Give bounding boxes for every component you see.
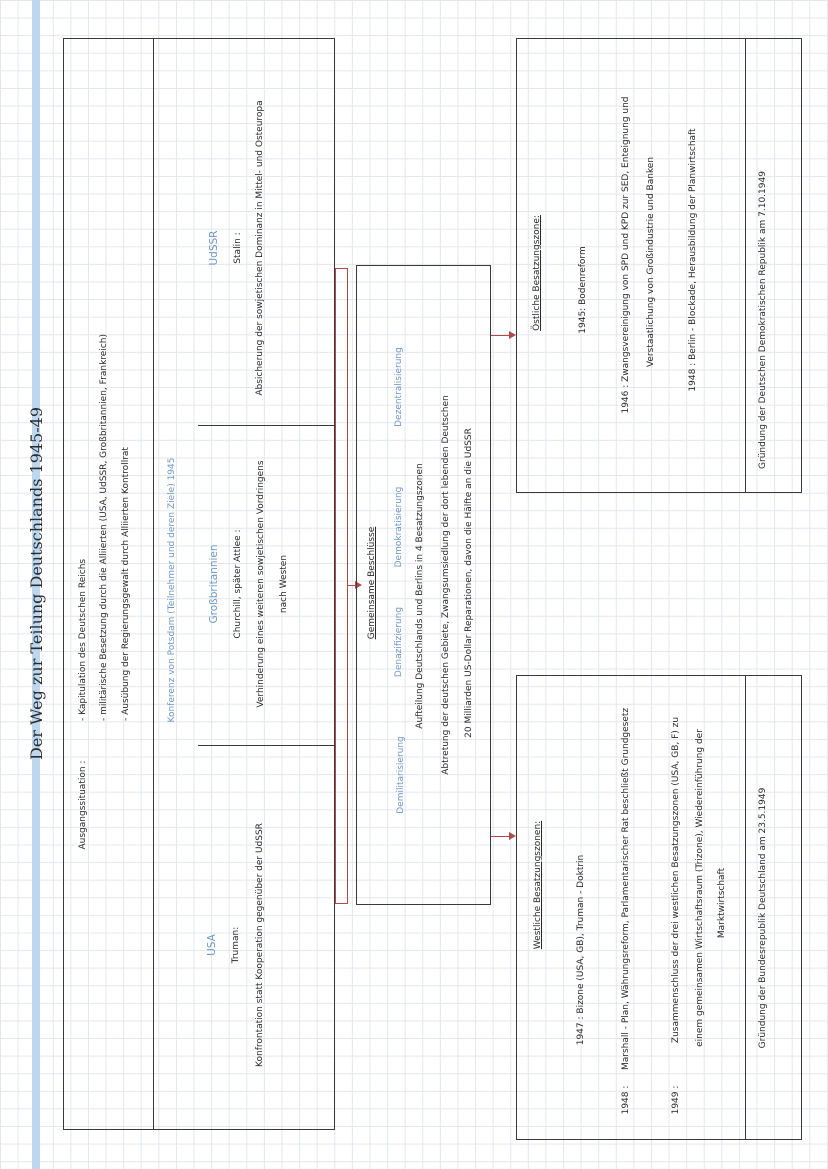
gb-leader: Churchill, später Attlee :	[233, 529, 243, 639]
arrow-to-west	[509, 832, 516, 840]
connector-vertical-right	[347, 268, 348, 904]
west-gruendung: Gründung der Bundesrepublik Deutschland …	[758, 787, 768, 1049]
ost-1946-line2: Verstaatlichung von Großindustrie und Ba…	[646, 156, 656, 368]
arrow-to-beschluesse	[355, 581, 362, 589]
connector-arrow-shaft	[347, 585, 357, 586]
ausgangssituation-item: - Kapitulation des Deutschen Reichs	[78, 558, 88, 721]
ausgangssituation-item: - militärische Besetzung durch die Allii…	[99, 334, 109, 721]
connector-stub-bottom	[335, 903, 347, 904]
konferenz-heading: Konferenz von Potsdam (Teilnehmer und de…	[167, 457, 177, 723]
arrow-shaft-ost	[491, 335, 511, 336]
udssr-heading: UdSSR	[208, 230, 220, 266]
connector-vertical-left	[335, 268, 336, 904]
gb-goal-line1: Verhinderung eines weiteren sowjetischen…	[256, 460, 266, 708]
udssr-leader: Stalin :	[233, 232, 243, 264]
ausgangssituation-label: Ausgangssituation :	[78, 760, 88, 850]
ost-box	[516, 38, 802, 493]
west-1948-text: Marshall - Plan, Währungsreform, Parlame…	[621, 707, 631, 1070]
beschluesse-heading: Gemeinsame Beschlüsse	[367, 526, 377, 640]
arrow-to-ost	[509, 331, 516, 339]
beschluss-dezentralisierung: Dezentralisierung	[394, 347, 404, 427]
usa-leader: Truman:	[231, 926, 241, 964]
beschluss-text: Aufteilung Deutschlands und Berlins in 4…	[415, 463, 425, 729]
beschluss-demilitarisierung: Demilitarisierung	[396, 736, 406, 814]
west-divider	[745, 675, 746, 1140]
ost-divider	[745, 38, 746, 493]
west-1948-year: 1948 :	[621, 1085, 631, 1115]
west-1949-line3: Marktwirtschaft	[717, 867, 727, 939]
usa-goal: Konfrontation statt Kooperation gegenübe…	[255, 823, 265, 1067]
usa-heading: USA	[206, 934, 218, 956]
arrow-shaft-west	[491, 836, 511, 837]
west-1949-line1: Zusammenschluss der drei westlichen Besa…	[671, 716, 681, 1044]
beschluesse-box	[356, 265, 491, 905]
beschluss-text: Abtretung der deutschen Gebiete, Zwangsu…	[441, 395, 451, 775]
udssr-goal: Absicherung der sowjetischen Dominanz in…	[255, 100, 265, 396]
ost-gruendung: Gründung der Deutschen Demokratischen Re…	[758, 171, 768, 469]
west-1949-year: 1949 :	[671, 1085, 681, 1115]
west-box	[516, 675, 802, 1140]
connector-stub-top	[335, 268, 347, 269]
beschluss-denazifizierung: Denazifizierung	[394, 606, 404, 678]
box-divider-vertical	[153, 38, 154, 1130]
ost-heading: Östliche Besatzungszone:	[532, 215, 542, 331]
potsdam-box	[63, 38, 335, 1130]
west-heading: Westliche Besatzungszonen:	[533, 820, 543, 950]
page-title: Der Weg zur Teilung Deutschlands 1945-49	[27, 407, 46, 760]
west-1949-line2: einem gemeinsamen Wirtschaftsraum (Trizo…	[695, 729, 705, 1047]
gb-top-divider	[198, 425, 335, 426]
ost-1948: 1948 : Berlin - Blockade, Herausbildung …	[688, 128, 698, 392]
margin-line	[32, 0, 40, 1169]
gb-goal-line2: nach Westen	[279, 554, 289, 614]
west-1947: 1947 : Bizone (USA, GB), Truman - Doktri…	[576, 854, 586, 1046]
gb-heading: Großbritannien	[208, 544, 220, 624]
ost-1945: 1945: Bodenreform	[578, 246, 588, 334]
beschluss-demokratisierung: Demokratisierung	[394, 486, 404, 568]
gb-bottom-divider	[198, 745, 335, 746]
ost-1946-line1: 1946 : Zwangsvereinigung von SPD und KPD…	[621, 96, 631, 414]
beschluss-text: 20 Milliarden US-Dollar Reparationen, da…	[464, 428, 474, 738]
ausgangssituation-item: - Ausübung der Regierungsgewalt durch Al…	[121, 447, 131, 721]
